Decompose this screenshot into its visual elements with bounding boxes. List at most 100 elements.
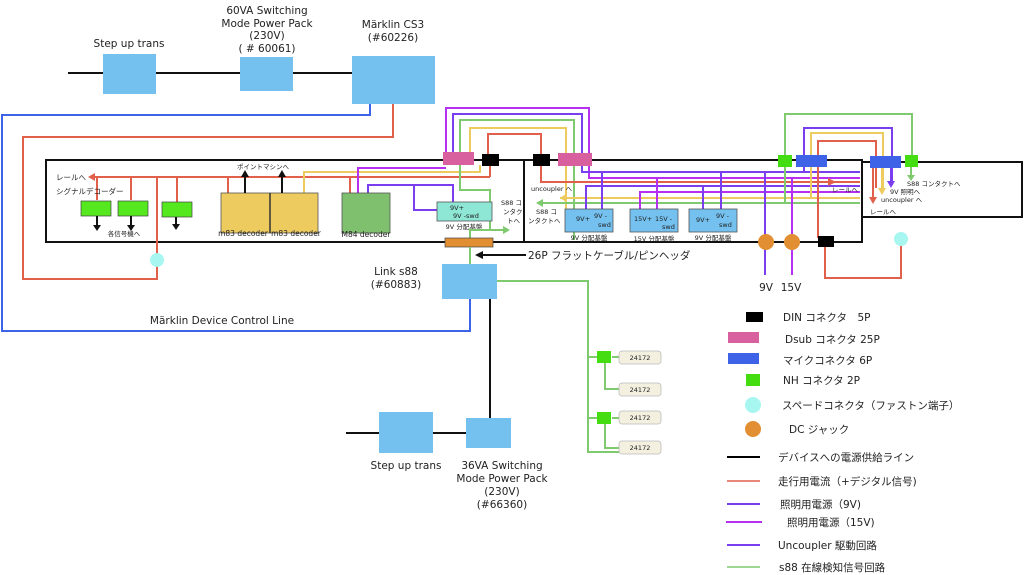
m83-decoder-1[interactable] <box>220 192 271 234</box>
s88-module[interactable]: 24172 <box>618 440 662 455</box>
nh-connector-s88-1[interactable] <box>597 351 611 363</box>
link-s88-box[interactable] <box>442 264 497 299</box>
dist-b-plus: 15V+ <box>634 215 652 223</box>
s88-module-label: 24172 <box>630 444 651 452</box>
arrow-down-icon <box>172 224 180 230</box>
legend-swatch-dc <box>745 421 761 437</box>
jack-15v-label: 15V <box>781 282 802 294</box>
m83-label-2: m83 decoder <box>271 229 322 238</box>
power-36va-label-4: (#66360) <box>477 499 527 511</box>
step-up-trans-bottom-label: Step up trans <box>371 460 442 472</box>
step-up-trans-top-label: Step up trans <box>94 38 165 50</box>
s88-module[interactable]: 24172 <box>618 350 662 365</box>
signal-decoder-3[interactable] <box>161 201 193 218</box>
legend-label-dsub: Dsub コネクタ 25P <box>785 334 880 346</box>
power-pack-36va[interactable] <box>466 418 511 448</box>
arrow-up-icon <box>241 170 249 177</box>
right-board-arrows <box>872 167 912 198</box>
legend-label-power: デバイスへの電源供給ライン <box>778 451 914 464</box>
flat-cable-connector[interactable] <box>444 237 494 248</box>
dist-c-minus-2: swd <box>719 221 732 229</box>
arrow-right-icon <box>503 226 510 234</box>
dc-jack-9v[interactable] <box>758 234 774 250</box>
arrow-down-icon <box>887 181 895 188</box>
legend-label-nh: NH コネクタ 2P <box>783 375 860 387</box>
arrow-right-icon <box>828 178 836 186</box>
signal-decoder-1[interactable] <box>80 200 112 217</box>
signal-decoder-2[interactable] <box>117 200 149 217</box>
dist-a-minus-1: 9V - <box>594 212 608 220</box>
m83-label-1: m83 decoder <box>218 229 269 238</box>
dist-board-9v-a[interactable] <box>564 208 614 233</box>
power-36va-label-1: 36VA Switching <box>461 460 542 472</box>
s88-module-label: 24172 <box>630 354 651 362</box>
legend-label-uncoupler: Uncoupler 駆動回路 <box>778 539 877 552</box>
legend-swatch-mic <box>728 353 759 364</box>
legend-label-s88: s88 在線検知信号回路 <box>779 561 886 574</box>
right-board <box>861 161 1023 218</box>
legend-label-mic: マイクコネクタ 6P <box>783 355 872 367</box>
cs3-label-1: Märklin CS3 <box>362 19 424 31</box>
dist-board-9v-left[interactable] <box>436 201 493 222</box>
top-power-chain: Step up trans 60VA Switching Mode Power … <box>68 5 435 104</box>
s88-mid-1: S88 コ <box>501 199 522 207</box>
dist-board-9v-c[interactable] <box>688 208 738 233</box>
power-36va-label-3: (230V) <box>484 486 519 498</box>
legend-swatch-spade <box>745 397 761 413</box>
rail-left-label: レールへ <box>56 173 86 182</box>
rail-right-label: レールへ <box>832 186 859 194</box>
signal-decoder-label: シグナルデコーダー <box>56 186 124 196</box>
din-connector-right[interactable] <box>818 236 834 247</box>
s88-module[interactable]: 24172 <box>618 382 662 397</box>
s88-mid2-2: ンタクトへ <box>528 216 561 225</box>
m84-label: M84 decoder <box>342 230 392 239</box>
left-board-wiring <box>94 165 491 255</box>
dsub-connector-left[interactable] <box>443 152 474 165</box>
nh-connector-middle[interactable] <box>778 155 792 167</box>
dist-b-minus-2: swd <box>662 223 675 231</box>
s88-mid2-1: S88 コ <box>536 208 557 216</box>
spade-connector-left[interactable] <box>150 253 164 267</box>
power-36va-label-2: Mode Power Pack <box>456 473 548 485</box>
dsub-connector-middle[interactable] <box>558 153 592 166</box>
s88-bus-line <box>497 280 621 453</box>
dist-c-plus: 9V+ <box>696 216 710 224</box>
dist-9v-left-minus: 9V -swd <box>453 212 479 220</box>
dist-board-15v[interactable] <box>629 208 679 233</box>
legend-swatch-din <box>746 312 763 322</box>
dist-a-minus-2: swd <box>598 221 611 229</box>
s88-right-label: S88 コンタクトへ <box>907 179 961 188</box>
dist-9v-left-caption: 9V 分配基盤 <box>446 222 483 231</box>
control-line-label: Märklin Device Control Line <box>150 315 294 327</box>
dc-jack-15v[interactable] <box>784 234 800 250</box>
cs3-box[interactable] <box>352 56 435 104</box>
arrow-down-icon <box>127 225 135 231</box>
m84-decoder[interactable] <box>341 192 391 234</box>
nh-connector-right[interactable] <box>905 155 918 167</box>
flat-cable-label: 26P フラットケーブル/ピンヘッダ <box>528 249 691 262</box>
s88-module[interactable]: 24172 <box>618 410 662 425</box>
power-pack-60va[interactable] <box>240 57 293 91</box>
arrow-down-icon <box>878 188 886 195</box>
nh-connector-s88-2[interactable] <box>597 412 611 424</box>
din-connector-left[interactable] <box>482 154 499 166</box>
mic-connector-right[interactable] <box>870 156 901 168</box>
arrow-down-icon <box>869 197 877 204</box>
legend-swatch-nh <box>746 374 760 386</box>
link-s88-label-1: Link s88 <box>374 266 418 278</box>
uncoupler-mid-label: uncoupler へ <box>531 185 573 193</box>
m83-decoder-2[interactable] <box>269 192 319 234</box>
legend-label-spade: スペードコネクタ（ファストン端子） <box>782 399 959 412</box>
signal-outputs <box>96 216 177 226</box>
legend-label-track: 走行用電流（+デジタル信号) <box>778 475 917 488</box>
step-up-trans-top[interactable] <box>103 54 156 94</box>
mic-connector-middle[interactable] <box>796 155 827 167</box>
din-connector-middle[interactable] <box>533 154 550 166</box>
s88-mid-2: ンタク <box>503 207 523 216</box>
spade-connector-right[interactable] <box>894 232 908 246</box>
step-up-trans-bottom[interactable] <box>379 412 433 453</box>
dist-c-caption: 9V 分配基盤 <box>695 233 732 242</box>
s88-line <box>469 229 503 240</box>
power-60va-label-3: (230V) <box>249 30 284 42</box>
dist-a-plus: 9V+ <box>576 215 590 223</box>
